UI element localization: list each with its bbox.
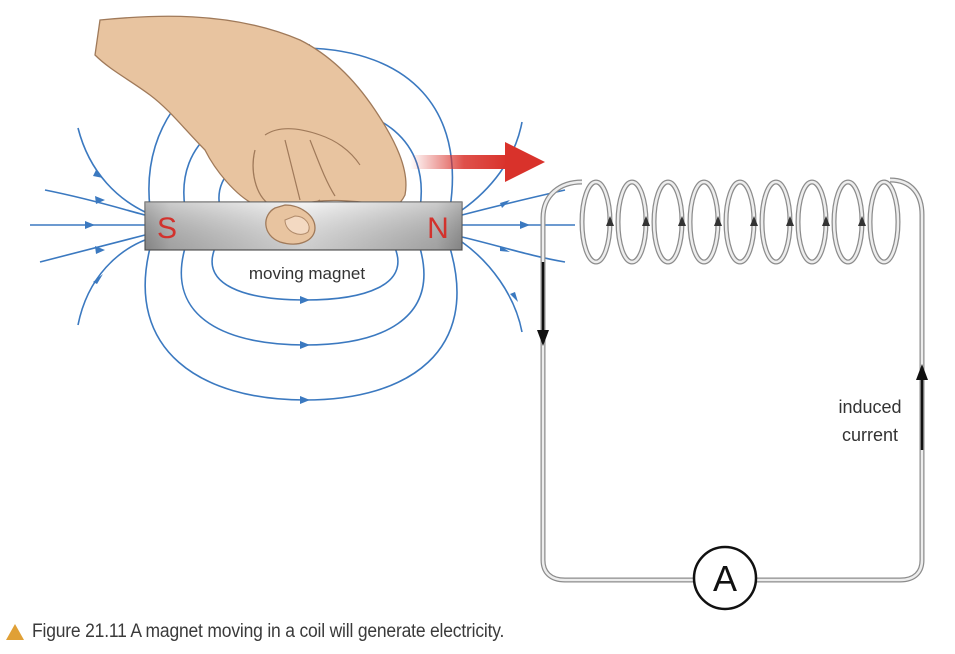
field-line-right-3 bbox=[461, 236, 566, 263]
hand-palm bbox=[94, 15, 407, 211]
ammeter-label: A bbox=[713, 558, 737, 599]
figure-caption-text: Figure 21.11 A magnet moving in a coil w… bbox=[32, 621, 505, 642]
field-line-right-bottom bbox=[461, 241, 523, 333]
coil bbox=[579, 179, 901, 265]
field-line-left-top bbox=[77, 127, 146, 213]
field-line-left-3 bbox=[39, 234, 146, 263]
magnet-south-label: S bbox=[157, 212, 177, 245]
field-line-left-1 bbox=[44, 189, 146, 216]
circuit-wire bbox=[540, 177, 925, 583]
magnet-north-label: N bbox=[427, 212, 449, 245]
moving-magnet-label: moving magnet bbox=[249, 264, 366, 283]
current-arrow-down bbox=[537, 262, 549, 346]
hand-finger-2 bbox=[284, 139, 301, 201]
field-loop-lower-mid bbox=[180, 247, 425, 346]
figure-caption: Figure 21.11 A magnet moving in a coil w… bbox=[6, 620, 545, 644]
motion-arrow bbox=[410, 142, 545, 182]
bar-magnet: S N bbox=[144, 201, 463, 251]
current-arrow-up bbox=[916, 364, 928, 450]
induced-current-label-line1: induced bbox=[838, 397, 901, 417]
triangle-icon bbox=[6, 624, 24, 640]
field-line-right-top bbox=[461, 121, 523, 211]
hand-knuckles bbox=[264, 128, 361, 166]
ammeter: A bbox=[692, 545, 758, 611]
field-line-left-bottom bbox=[77, 239, 146, 326]
hand-finger-3 bbox=[309, 139, 336, 197]
induced-current-label-line2: current bbox=[842, 425, 898, 445]
